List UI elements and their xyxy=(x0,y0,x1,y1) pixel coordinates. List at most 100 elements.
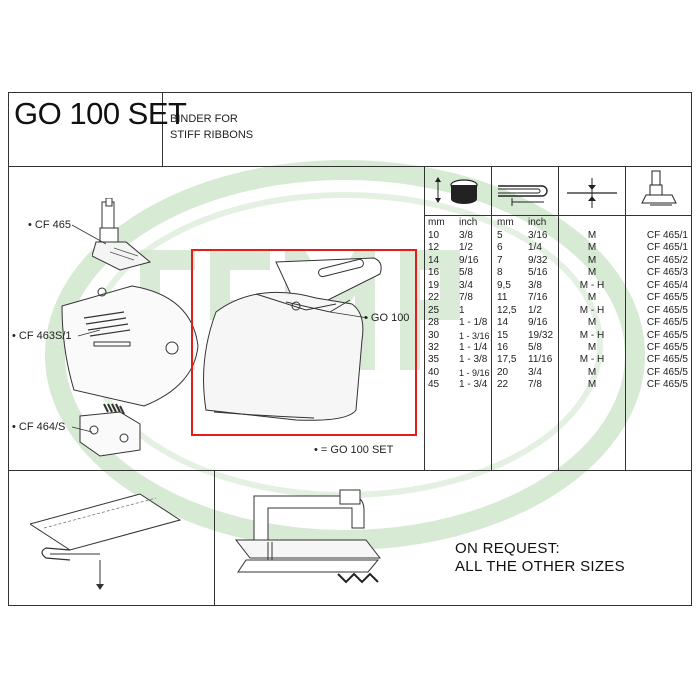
sheet-frame xyxy=(8,92,692,606)
presser-foot-illustration xyxy=(92,198,152,271)
cell-thickness: M xyxy=(587,242,597,254)
cell-mm-1: 16 xyxy=(428,267,440,279)
cell-thickness: M - H xyxy=(579,279,605,291)
folded-width-icon xyxy=(498,185,548,206)
cell-inch-2: 1/2 xyxy=(528,304,542,316)
cell-inch-1: 1 xyxy=(459,304,465,316)
cell-presser-foot: CF 465/3 xyxy=(646,267,688,279)
cell-inch-2: 9/32 xyxy=(528,254,548,266)
cell-mm-1: 14 xyxy=(428,254,440,266)
cell-mm-2: 12,5 xyxy=(497,304,517,316)
sewing-machine-illustration xyxy=(234,489,382,584)
callout-cf-464s: • CF 464/S xyxy=(12,421,66,433)
header-mm-1: mm xyxy=(428,217,445,228)
cell-inch-1: 3/4 xyxy=(459,279,473,291)
cell-inch-1: 1 - 3/4 xyxy=(459,379,488,391)
cell-presser-foot: CF 465/5 xyxy=(646,292,688,304)
cell-mm-1: 12 xyxy=(428,242,440,254)
cell-presser-foot: CF 465/4 xyxy=(646,279,688,291)
thickness-icon xyxy=(567,178,617,208)
on-request-heading: ON REQUEST: xyxy=(455,540,560,557)
cell-presser-foot: CF 465/5 xyxy=(646,304,688,316)
callout-go-100: • GO 100 xyxy=(364,312,410,324)
lower-col-divider xyxy=(214,470,215,606)
cell-thickness: M - H xyxy=(579,329,605,341)
header-inch-1: inch xyxy=(459,217,478,228)
cell-presser-foot: CF 465/5 xyxy=(646,366,688,378)
cell-mm-2: 16 xyxy=(497,341,509,353)
cell-mm-2: 14 xyxy=(497,317,509,329)
cell-inch-1: 1 - 1/4 xyxy=(459,341,488,353)
cell-inch-1: 3/8 xyxy=(459,230,473,241)
cell-thickness: M xyxy=(587,379,597,391)
table-col-div-1 xyxy=(491,166,492,470)
cell-inch-1: 1 - 3/16 xyxy=(459,330,490,341)
callout-cf-463s1: • CF 463S/1 xyxy=(12,330,72,342)
cell-inch-2: 7/16 xyxy=(528,292,548,304)
on-request-text: ALL THE OTHER SIZES xyxy=(455,558,625,575)
page-title: GO 100 SET xyxy=(14,96,187,131)
lower-divider xyxy=(8,470,692,471)
cell-mm-1: 45 xyxy=(428,379,440,391)
presser-foot-icon xyxy=(641,170,677,206)
cell-inch-2: 3/16 xyxy=(528,230,548,241)
cell-inch-1: 1 - 9/16 xyxy=(459,367,490,378)
cell-inch-1: 9/16 xyxy=(459,254,479,266)
cell-mm-1: 28 xyxy=(428,317,440,329)
cell-mm-1: 19 xyxy=(428,279,440,291)
title-divider xyxy=(162,92,163,166)
cell-thickness: M - H xyxy=(579,354,605,366)
cell-presser-foot: CF 465/1 xyxy=(646,230,688,241)
cell-thickness: M xyxy=(587,292,597,304)
cell-mm-1: 10 xyxy=(428,230,440,241)
cell-presser-foot: CF 465/5 xyxy=(646,341,688,353)
cell-mm-1: 22 xyxy=(428,292,440,304)
cell-mm-2: 9,5 xyxy=(497,279,511,291)
cell-inch-1: 7/8 xyxy=(459,292,473,304)
cell-mm-2: 11 xyxy=(497,292,508,304)
cell-inch-2: 19/32 xyxy=(528,329,554,341)
cell-inch-1: 1 - 3/8 xyxy=(459,354,488,366)
cell-thickness: M xyxy=(587,254,597,266)
cell-inch-2: 1/4 xyxy=(528,242,542,254)
cell-thickness: M - H xyxy=(579,304,605,316)
highlight-box xyxy=(191,249,417,436)
cell-inch-1: 1/2 xyxy=(459,242,473,254)
cell-mm-2: 5 xyxy=(497,230,503,241)
cell-mm-2: 8 xyxy=(497,267,503,279)
cell-mm-2: 20 xyxy=(497,366,509,378)
subtitle-line-1: BINDER FOR xyxy=(170,113,238,125)
ribbon-binding-diagram xyxy=(30,493,182,590)
cell-presser-foot: CF 465/5 xyxy=(646,379,688,391)
binder-illustration xyxy=(203,257,382,421)
cell-inch-2: 3/8 xyxy=(528,279,542,291)
cell-inch-1: 5/8 xyxy=(459,267,473,279)
table-left-border xyxy=(424,166,425,470)
header-inch-2: inch xyxy=(528,217,547,228)
cell-thickness: M xyxy=(587,267,597,279)
cell-mm-2: 15 xyxy=(497,329,509,341)
cell-inch-2: 7/8 xyxy=(528,379,542,391)
ribbon-width-icon xyxy=(435,177,478,204)
cell-inch-2: 11/16 xyxy=(528,354,553,366)
legend-go-100-set: • = GO 100 SET xyxy=(314,444,394,456)
cell-mm-1: 32 xyxy=(428,341,440,353)
cell-inch-2: 5/16 xyxy=(528,267,548,279)
cell-presser-foot: CF 465/5 xyxy=(646,329,688,341)
header-divider xyxy=(8,166,692,167)
table-col-div-2 xyxy=(558,166,559,470)
subtitle-line-2: STIFF RIBBONS xyxy=(170,129,254,141)
cell-mm-1: 30 xyxy=(428,329,440,341)
cell-thickness: M xyxy=(587,317,597,329)
callout-cf-465: • CF 465 xyxy=(28,219,71,231)
cell-thickness: M xyxy=(587,366,597,378)
cell-mm-1: 40 xyxy=(428,366,440,378)
cell-inch-1: 1 - 1/8 xyxy=(459,317,488,329)
